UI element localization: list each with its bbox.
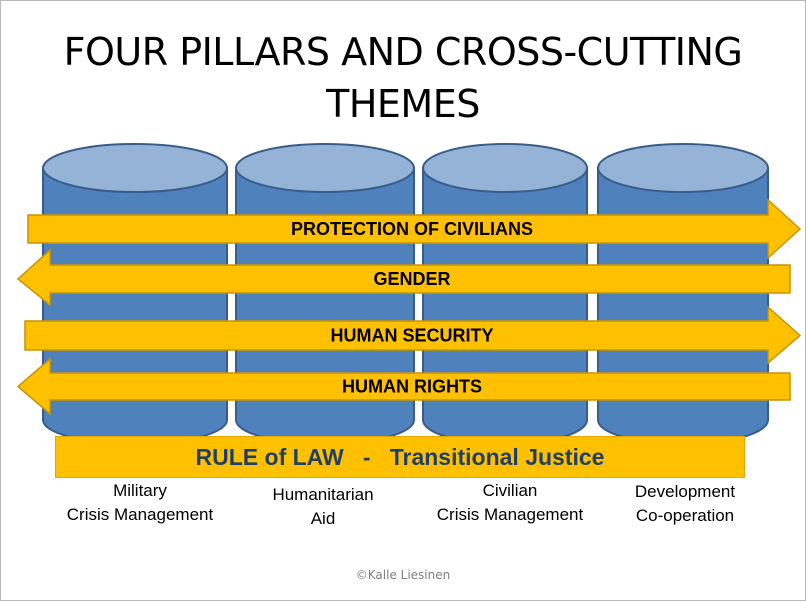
arrow-human-rights: HUMAN RIGHTS: [16, 357, 791, 416]
arrow-gender: GENDER: [16, 248, 791, 307]
pillar-label-line2: Crisis Management: [66, 505, 214, 524]
theme-arrows: PROTECTION OF CIVILIANS GENDER HUMAN SECUR…: [16, 198, 802, 416]
pillar-top: [42, 143, 228, 193]
pillar-label-line1: Civilian: [482, 481, 538, 500]
title-line-2: THEMES: [326, 82, 480, 126]
copyright-credit: ©Kalle Liesinen: [355, 568, 451, 582]
arrow-label: HUMAN RIGHTS: [342, 377, 482, 397]
arrow-shape: [16, 248, 791, 307]
pillar-body: [597, 167, 769, 445]
pillar-label-line1: Humanitarian: [272, 485, 374, 504]
arrow-label: HUMAN SECURITY: [330, 326, 493, 346]
pillar-label-line2: Aid: [310, 509, 336, 528]
pillar-body: [235, 167, 415, 445]
arrow-human-security: HUMAN SECURITY: [24, 305, 802, 365]
pillar-body: [42, 167, 228, 445]
pillar-label-line1: Development: [634, 482, 736, 501]
pillar-label-line2: Crisis Management: [436, 505, 584, 524]
arrow-protection-of-civilians: PROTECTION OF CIVILIANS: [27, 198, 802, 260]
pillar-top: [597, 143, 769, 193]
pillar-label-line2: Co-operation: [635, 506, 735, 525]
pillar-label-line1: Military: [113, 481, 167, 500]
banner-separator: -: [362, 443, 371, 470]
banner-transitional-justice: Transitional Justice: [389, 443, 605, 470]
arrow-shape: [24, 305, 802, 365]
arrow-label: GENDER: [373, 269, 450, 289]
banner-rule-of-law: RULE of LAW: [195, 443, 344, 470]
pillar-label-development: Development Co-operation: [585, 480, 785, 528]
arrow-shape: [27, 198, 802, 260]
pillar-top: [422, 143, 588, 193]
pillar-label-civilian: Civilian Crisis Management: [410, 479, 610, 527]
pillar-label-humanitarian: Humanitarian Aid: [223, 483, 423, 531]
arrow-label: PROTECTION OF CIVILIANS: [291, 219, 533, 239]
arrow-shape: [16, 357, 791, 416]
title-line-1: FOUR PILLARS AND CROSS-CUTTING: [63, 30, 743, 74]
slide-title: FOUR PILLARS AND CROSS-CUTTING THEMES: [0, 26, 806, 130]
pillar-body: [422, 167, 588, 445]
rule-of-law-banner: RULE of LAW - Transitional Justice: [55, 436, 745, 478]
pillar-top: [235, 143, 415, 193]
pillar-label-military: Military Crisis Management: [40, 479, 240, 527]
